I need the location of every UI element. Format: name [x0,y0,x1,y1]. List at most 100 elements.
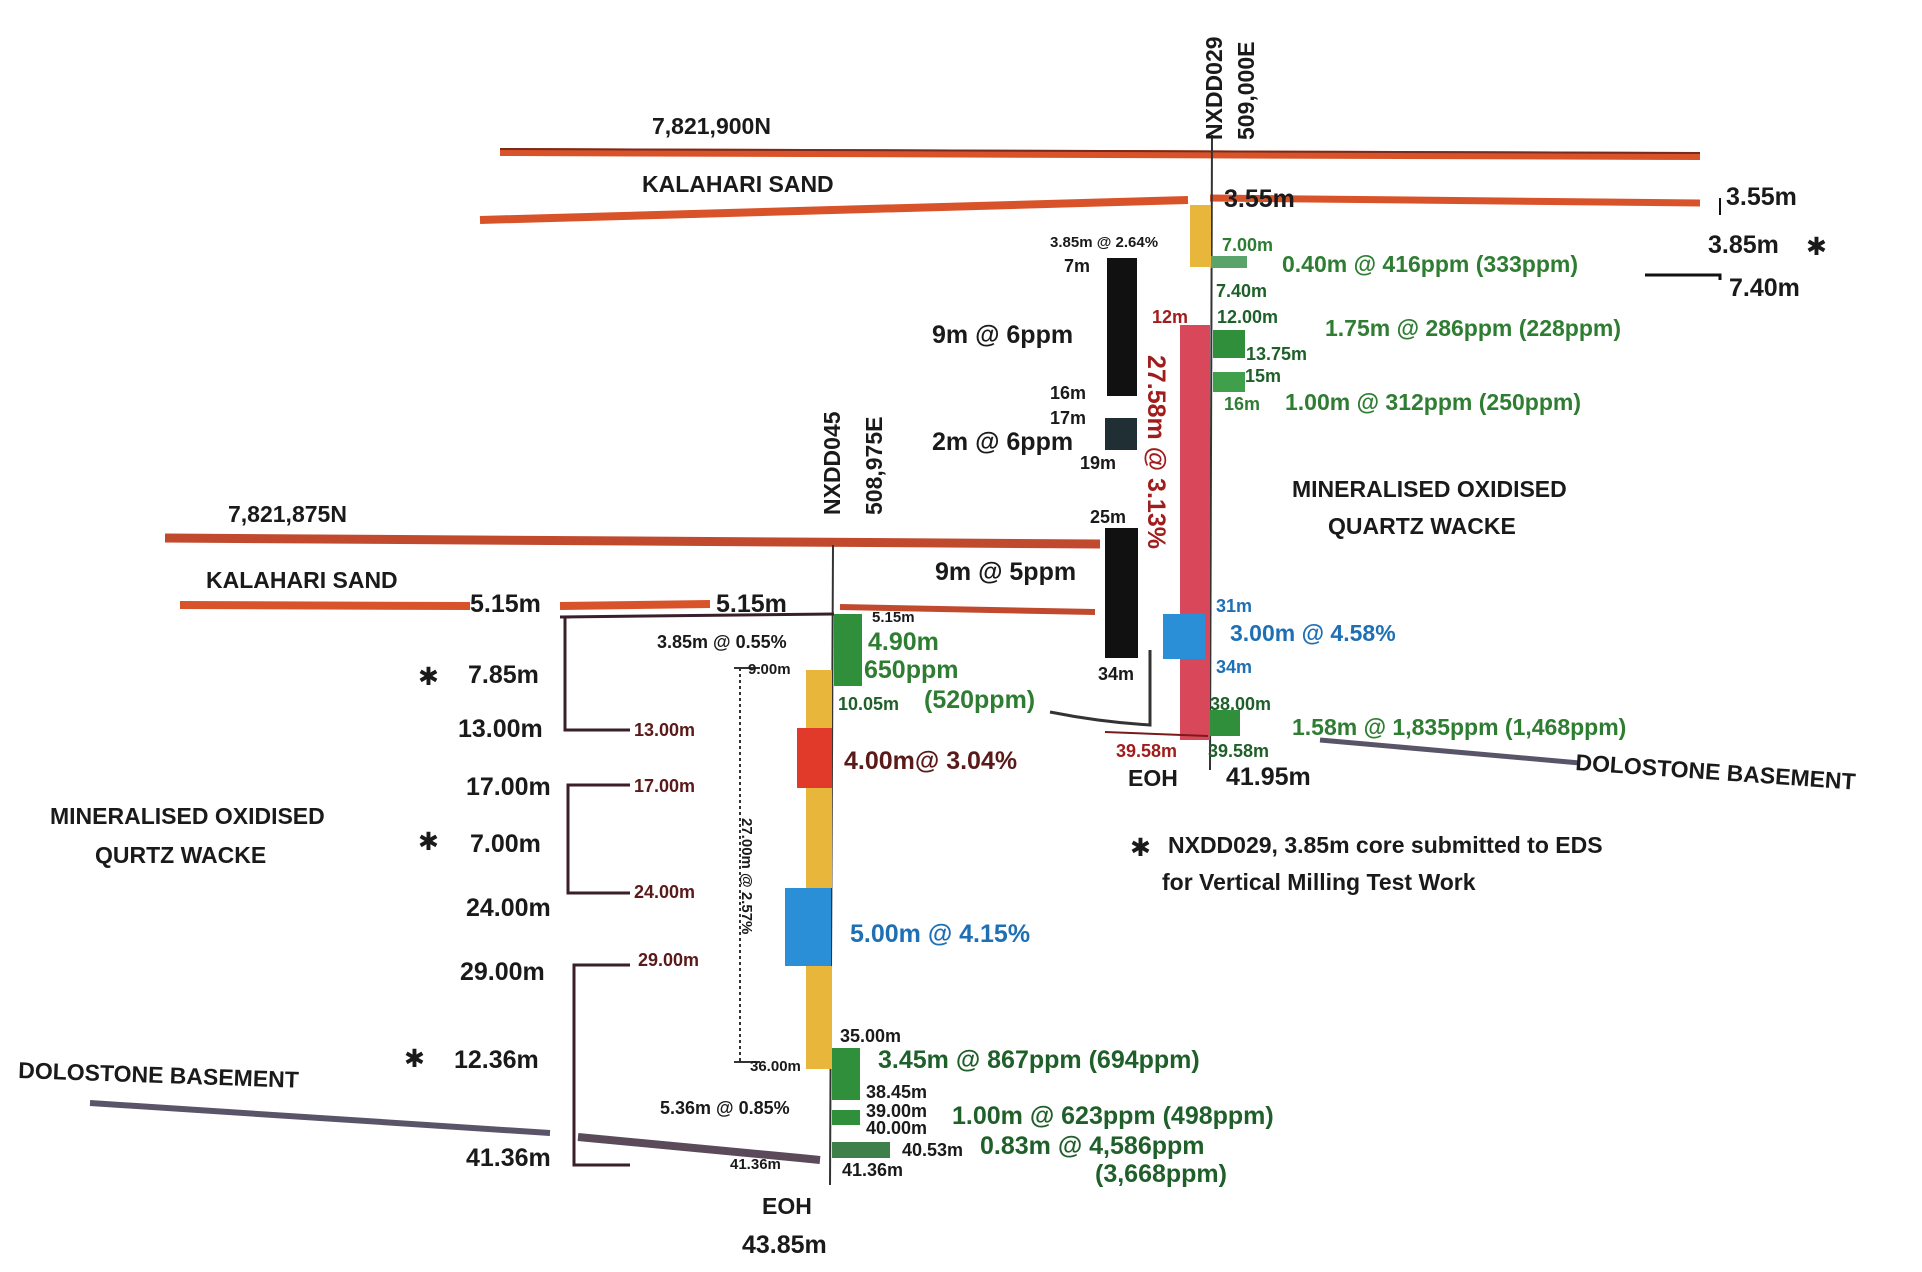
nxdd045-depth-29: 29.00m [638,950,699,970]
nxdd045-depth-40-53: 40.53m [902,1140,963,1160]
nxdd045-depth-24: 24.00m [634,882,695,902]
nxdd045-depth-36: 36.00m [750,1058,801,1075]
nxdd029-green-0-40 [1211,256,1247,268]
nxdd045-sand-bottom-left [179,601,471,610]
nxdd045-sand-bottom-right [839,604,1096,615]
nxdd045-base-connector [577,1133,821,1164]
nxdd045-red-interval [797,728,832,788]
nxdd045-depth-39: 39.00m [866,1101,927,1121]
nxdd029-main-grade: 27.58m @ 3.13% [1142,355,1170,549]
nxdd029-side-interval: 3.85m [1708,231,1779,259]
nxdd029-sand-bottom-line [479,196,1189,224]
nxdd045-grade-0-85: 5.36m @ 0.85% [660,1098,790,1118]
nxdd029-section: 7,821,900N KALAHARI SAND NXDD029 509,000… [479,36,1857,895]
nxdd045-left-7-00: 7.00m [470,830,541,858]
nxdd029-sand-depth: 3.55m [1224,185,1295,213]
nxdd045-depth-40: 40.00m [866,1118,927,1138]
nxdd045-star-2: ✱ [418,828,439,856]
nxdd029-sand-top-line [499,148,1701,160]
nxdd045-bracket-12-36 [572,963,630,1167]
nxdd029-depth-7-40: 7.40m [1216,281,1267,301]
nxdd029-rock-label-1: MINERALISED OXIDISED [1292,476,1567,502]
nxdd045-result-3668ppm: (3,668ppm) [1095,1160,1227,1188]
nxdd029-depth-13-75: 13.75m [1246,344,1307,364]
nxdd045-red-grade: 4.00m@ 3.04% [844,747,1017,775]
nxdd045-left-7-85: 7.85m [468,661,539,689]
nxdd029-green-1-75 [1213,330,1245,358]
nxdd029-dolostone-label: DOLOSTONE BASEMENT [1575,749,1857,795]
nxdd045-result-4-90: 4.90m [868,628,939,656]
nxdd045-depth-35: 35.00m [840,1026,901,1046]
nxdd029-sand-top-line-dark [499,148,1701,154]
nxdd029-bottom-connector [1049,650,1152,727]
nxdd045-sand-depth-small: 5.15m [872,609,915,626]
nxdd029-side-star: ✱ [1806,233,1827,261]
nxdd045-left-12-36: 12.36m [454,1046,539,1074]
nxdd045-rock-label-1: MINERALISED OXIDISED [50,803,325,829]
nxdd045-northing: 7,821,875N [228,501,347,527]
nxdd029-depth-19m: 19m [1080,453,1116,473]
nxdd045-result-0-83: 0.83m @ 4,586ppm [980,1132,1205,1160]
nxdd029-result-1-00: 1.00m @ 312ppm (250ppm) [1285,389,1581,415]
nxdd045-depth-17: 17.00m [634,776,695,796]
nxdd029-depth-12m: 12m [1152,307,1188,327]
nxdd029-dolostone-line [1319,737,1581,766]
nxdd045-yellow-lower [806,966,832,1069]
nxdd029-id: NXDD029 [1201,36,1227,140]
nxdd029-black-9m-6ppm [1107,258,1137,396]
nxdd029-side-bracket [1645,273,1722,280]
nxdd029-depth-16m: 16m [1050,383,1086,403]
nxdd045-easting: 508,975E [861,417,887,515]
nxdd029-eoh-depth: 41.95m [1226,763,1311,791]
nxdd029-top-grade: 3.85m @ 2.64% [1050,234,1158,251]
nxdd045-sand-base-connector [559,612,835,619]
nxdd029-note-star: ✱ [1130,834,1151,862]
nxdd045-left-41-36: 41.36m [466,1144,551,1172]
nxdd029-depth-38: 38.00m [1210,694,1271,714]
nxdd045-blue-interval [785,888,831,966]
nxdd045-sand-depth-left: 5.15m [470,590,541,618]
nxdd029-result-1-75: 1.75m @ 286ppm (228ppm) [1325,315,1621,341]
nxdd045-rock-label-2: QURTZ WACKE [95,842,266,868]
nxdd029-rock-label-2: QUARTZ WACKE [1328,513,1516,539]
nxdd045-result-520ppm: (520ppm) [924,686,1035,714]
nxdd029-sand-label: KALAHARI SAND [642,171,834,197]
nxdd045-green-3-45 [832,1048,860,1100]
nxdd029-depth-7m: 7m [1064,256,1090,276]
nxdd029-note-line-1: NXDD029, 3.85m core submitted to EDS [1168,832,1603,858]
nxdd045-left-17: 17.00m [466,773,551,801]
nxdd029-depth-39-58-red: 39.58m [1116,741,1177,761]
nxdd045-yellow-middle [806,788,832,888]
nxdd045-depth-41-36-a: 41.36m [730,1156,781,1173]
nxdd045-star-1: ✱ [418,663,439,691]
nxdd045-eoh-depth: 43.85m [742,1231,827,1259]
nxdd045-depth-38-45: 38.45m [866,1082,927,1102]
nxdd045-section: 7,821,875N KALAHARI SAND NXDD045 508,975… [18,411,1274,1259]
nxdd045-result-1-00: 1.00m @ 623ppm (498ppm) [952,1102,1274,1130]
nxdd045-id: NXDD045 [819,411,845,515]
nxdd045-bracket-7-00 [566,783,630,895]
nxdd045-depth-9: 9.00m [748,661,791,678]
nxdd045-depth-13: 13.00m [634,720,695,740]
nxdd045-sand-bottom-mid [559,600,711,610]
nxdd045-blue-grade: 5.00m @ 4.15% [850,920,1030,948]
nxdd029-note-line-2: for Vertical Milling Test Work [1162,869,1476,895]
nxdd045-bracket-7-85 [563,615,630,732]
nxdd045-grade-0-55: 3.85m @ 0.55% [657,632,787,652]
nxdd029-result-0-40: 0.40m @ 416ppm (333ppm) [1282,251,1578,277]
nxdd029-depth-34m: 34m [1098,664,1134,684]
nxdd045-main-grade: 27.00m @ 2.57% [738,818,755,934]
nxdd029-assay-2m-6ppm: 2m @ 6ppm [932,428,1073,456]
nxdd045-star-3: ✱ [404,1045,425,1073]
nxdd045-left-13: 13.00m [458,715,543,743]
nxdd029-depth-12-00: 12.00m [1217,307,1278,327]
nxdd045-result-3-45: 3.45m @ 867ppm (694ppm) [878,1046,1200,1074]
nxdd029-blue-interval [1163,614,1205,659]
nxdd045-green-0-83 [832,1142,890,1158]
nxdd029-depth-7-00: 7.00m [1222,235,1273,255]
nxdd029-sand-depth-right: 3.55m [1726,183,1797,211]
nxdd029-eoh: EOH [1128,765,1178,791]
nxdd029-side-interval-to: 7.40m [1729,274,1800,302]
nxdd045-sand-depth-mid: 5.15m [716,590,787,618]
nxdd029-drill-trace [1209,134,1213,771]
